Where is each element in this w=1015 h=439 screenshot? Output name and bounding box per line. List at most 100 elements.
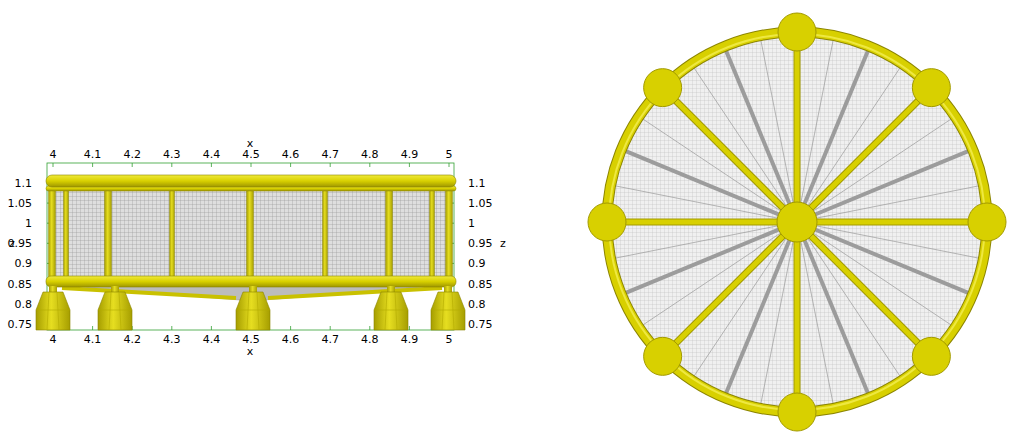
cage-post: [64, 186, 69, 280]
tick-label: 1: [468, 218, 475, 229]
tick-label: 4.8: [361, 334, 379, 345]
tick-label: 1.1: [468, 178, 486, 189]
tick-label: 0.8: [468, 298, 486, 309]
float-buoy: [644, 337, 682, 375]
tick-label: 4.9: [401, 334, 419, 345]
tick-mark: [211, 163, 212, 167]
cage-post: [323, 186, 328, 280]
tick-mark: [171, 163, 172, 167]
float-buoy: [236, 286, 270, 330]
tick-mark: [330, 326, 331, 330]
float-buoy: [36, 286, 70, 330]
tick-label: 0.75: [8, 318, 33, 329]
bottom-brace: [797, 151, 969, 222]
radial-spoke: [795, 34, 800, 222]
tick-mark: [290, 326, 291, 330]
tick-label: 4.7: [321, 149, 339, 160]
axis-title: z: [500, 238, 506, 249]
float-facet: [98, 292, 132, 330]
tick-label: 0.85: [468, 278, 493, 289]
tick-label: 4.5: [242, 149, 260, 160]
float-buoy: [374, 286, 408, 330]
tick-label: 4.5: [242, 334, 260, 345]
tick-mark: [330, 163, 331, 167]
tick-label: 4.4: [203, 149, 221, 160]
tick-label: 4.6: [282, 334, 300, 345]
radial-spoke: [664, 89, 797, 222]
tick-label: 5: [446, 149, 453, 160]
tick-label: 1.1: [15, 178, 33, 189]
bottom-brace: [726, 50, 797, 222]
tick-mark: [251, 163, 252, 167]
bottom-ring: [46, 276, 456, 287]
bottom-brace: [268, 288, 442, 298]
float-buoy: [588, 203, 626, 241]
radial-spoke: [664, 222, 797, 355]
tick-label: 4.7: [321, 334, 339, 345]
radial-spokes: [609, 34, 985, 410]
cage-post: [430, 186, 435, 280]
tick-label: 0.95: [468, 238, 493, 249]
cage-post: [170, 186, 175, 280]
cage-post: [105, 186, 112, 280]
float-buoy: [912, 337, 950, 375]
tick-label: 1: [25, 218, 32, 229]
tick-label: 4: [50, 149, 57, 160]
tick-mark: [171, 326, 172, 330]
outer-ring-highlight: [609, 34, 985, 410]
float-body: [36, 292, 70, 330]
tick-label: 4.8: [361, 149, 379, 160]
bottom-brace: [797, 222, 868, 394]
spoke-edge: [664, 222, 797, 355]
float-facet: [374, 292, 408, 330]
tick-label: 1.05: [8, 198, 33, 209]
tick-label: 4.1: [84, 149, 102, 160]
top-ring: [46, 175, 456, 187]
tick-mark: [449, 163, 450, 167]
outer-ring-edge: [607, 32, 987, 412]
axis-title: x: [247, 138, 254, 149]
spoke-edge: [794, 34, 801, 222]
tick-label: 4.1: [84, 334, 102, 345]
bottom-brace: [625, 222, 797, 293]
tick-label: 4.4: [203, 334, 221, 345]
tick-mark: [369, 326, 370, 330]
spoke-edge: [797, 219, 985, 226]
float-body: [431, 292, 465, 330]
spoke-edge: [609, 219, 797, 226]
spoke-edge: [794, 222, 801, 410]
spoke-edge: [797, 222, 930, 355]
float-buoy: [98, 286, 132, 330]
radial-spoke: [795, 222, 800, 410]
tick-mark: [92, 163, 93, 167]
tick-mark: [92, 326, 93, 330]
cage-post: [49, 186, 56, 280]
radial-spoke: [609, 220, 797, 225]
tick-label: 5: [446, 334, 453, 345]
float-buoy: [968, 203, 1006, 241]
tick-label: 4.2: [123, 149, 141, 160]
center-float: [777, 202, 817, 242]
bottom-brace: [62, 288, 236, 298]
net-top-view: [609, 34, 985, 410]
float-facet: [431, 292, 465, 330]
radial-spoke: [797, 89, 930, 222]
tick-label: 1.05: [468, 198, 493, 209]
float-buoy: [778, 393, 816, 431]
tick-label: 4.3: [163, 149, 181, 160]
outer-ring: [607, 32, 987, 412]
radial-spoke: [797, 220, 985, 225]
spoke-edge: [664, 89, 797, 222]
float-buoy: [644, 69, 682, 107]
tick-mark: [409, 163, 410, 167]
tick-mark: [290, 163, 291, 167]
tick-label: 0.9: [15, 258, 33, 269]
tick-label: 4: [50, 334, 57, 345]
tick-label: 4.9: [401, 149, 419, 160]
cage-post: [446, 186, 453, 280]
float-facet: [236, 292, 270, 330]
top-floats: [588, 13, 1006, 431]
axis-title: z: [9, 238, 15, 249]
tick-mark: [53, 163, 54, 167]
